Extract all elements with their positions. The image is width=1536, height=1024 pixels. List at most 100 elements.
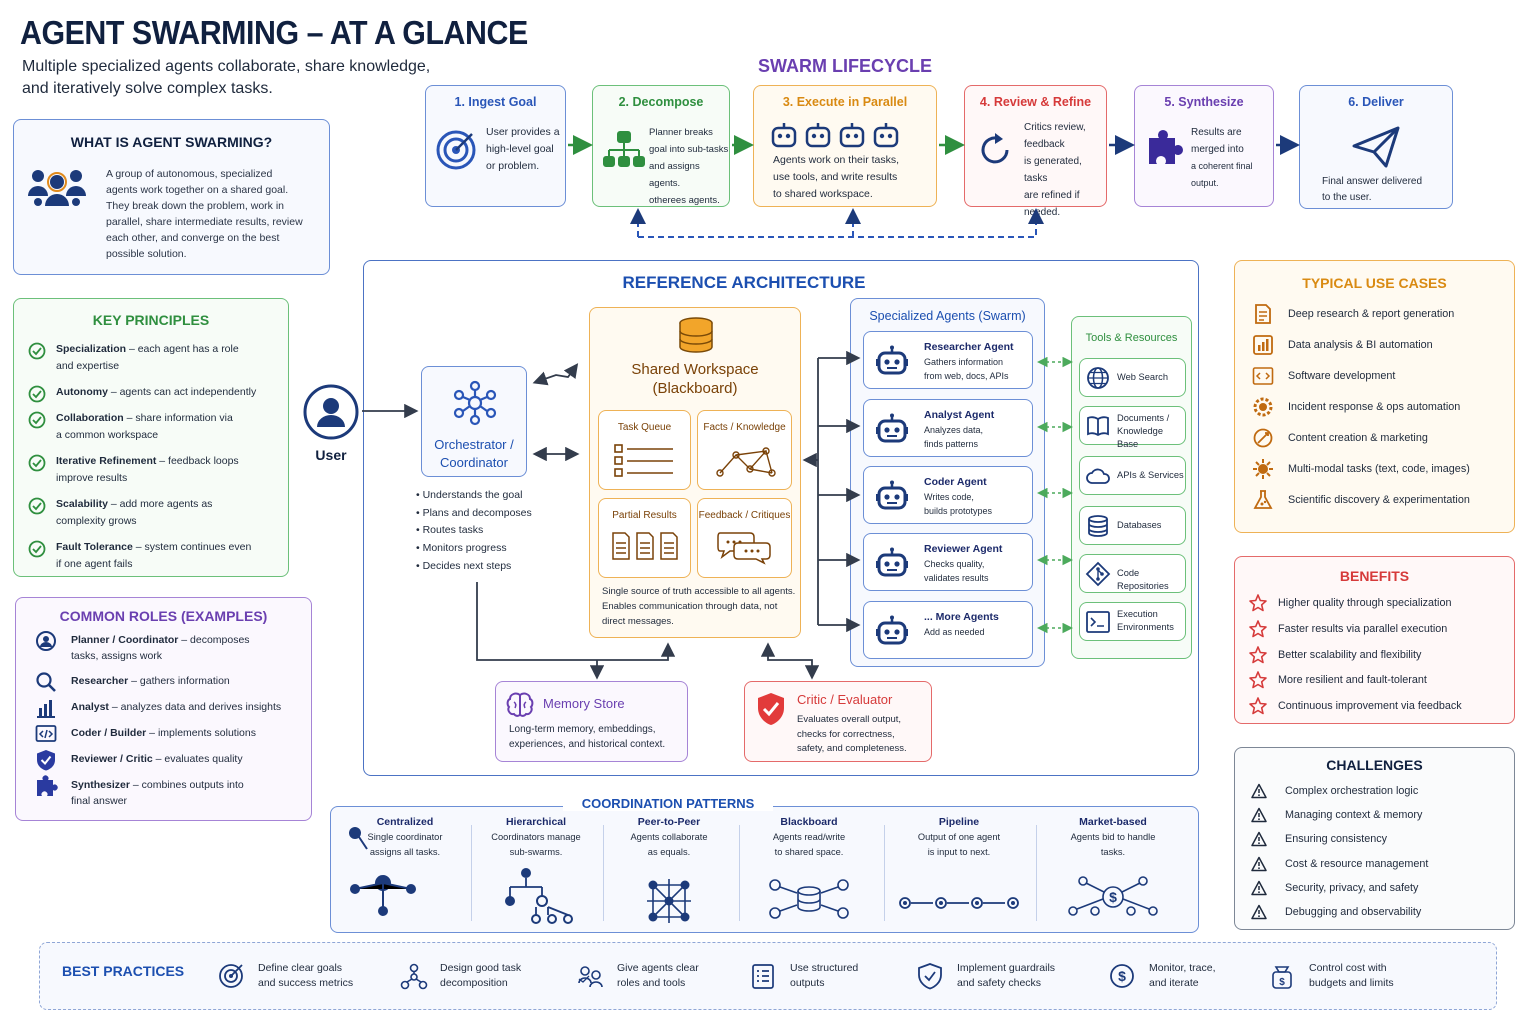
database-icon xyxy=(679,317,713,353)
step-title: 6. Deliver xyxy=(1348,95,1404,109)
partial-results-cell: Partial Results xyxy=(598,498,691,578)
tool-label-2: Environments xyxy=(1117,622,1174,632)
benefit-item: Faster results via parallel execution xyxy=(1278,622,1448,635)
warning-icon xyxy=(1251,831,1267,847)
agent-desc: Writes code, xyxy=(924,492,974,502)
pattern-title: Peer-to-Peer xyxy=(637,816,701,828)
tool-card: Databases xyxy=(1079,506,1186,545)
pattern-title: Blackboard xyxy=(780,816,838,828)
pattern-desc-2: is input to next. xyxy=(927,847,991,857)
best-practice-line-2: and iterate xyxy=(1149,977,1199,989)
planner-icon xyxy=(35,630,57,652)
principle-desc: – add more agents as xyxy=(107,498,213,510)
role-line: Coder / Builder – implements solutions xyxy=(71,725,256,741)
step-line: and assigns agents. xyxy=(649,161,700,189)
role-name: Researcher xyxy=(71,675,129,687)
bullet-text: Decides next steps xyxy=(422,559,512,572)
step-text: User provides a high-level goal or probl… xyxy=(486,124,560,175)
use-case-item: Scientific discovery & experimentation xyxy=(1288,494,1470,506)
use-case-item: Data analysis & BI automation xyxy=(1288,339,1433,351)
lifecycle-step-review: 4. Review & Refine Critics review, feedb… xyxy=(964,85,1107,218)
tool-label: Documents / xyxy=(1117,413,1170,423)
git-icon xyxy=(1085,561,1111,587)
step-title: 1. Ingest Goal xyxy=(454,95,537,109)
role-desc: – analyzes data and derives insights xyxy=(108,701,282,713)
best-practice-item: Monitor, trace,and iterate xyxy=(1149,961,1216,991)
principle-line: Fault Tolerance – system continues even xyxy=(56,539,251,556)
step-line: a coherent final output. xyxy=(1191,161,1253,188)
chat-icon xyxy=(717,532,771,565)
use-case-icon xyxy=(1252,303,1274,325)
database-icon xyxy=(1086,514,1110,538)
svg-text:$: $ xyxy=(1109,889,1117,905)
page-subtitle-line-2: and iteratively solve complex tasks. xyxy=(22,80,273,97)
what-is-line: each other, and converge on the best xyxy=(106,232,280,244)
step-line: Results are xyxy=(1191,127,1242,138)
check-circle-icon xyxy=(28,497,46,515)
memory-store-card: Memory Store Long-term memory, embedding… xyxy=(495,681,688,762)
tool-text: Web Search xyxy=(1117,371,1168,384)
benefit-item: Continuous improvement via feedback xyxy=(1278,700,1462,713)
benefits-title: BENEFITS xyxy=(1339,568,1410,584)
agent-desc-2: builds prototypes xyxy=(924,506,993,516)
agent-name: Reviewer Agent xyxy=(924,543,1003,555)
step-line: Critics review, xyxy=(1024,122,1086,133)
svg-text:$: $ xyxy=(1118,968,1126,984)
role-item: Coder / Builder – implements solutions xyxy=(71,725,256,741)
principle-desc-2: complexity grows xyxy=(56,515,137,527)
benefits-card: BENEFITS Higher quality through speciali… xyxy=(1234,556,1515,724)
best-practice-line-2: and safety checks xyxy=(957,977,1042,989)
role-item: Researcher – gathers information xyxy=(71,673,230,689)
best-practice-line: Control cost with xyxy=(1309,962,1387,974)
orchestrator-title-1: Orchestrator / xyxy=(434,437,514,452)
principle-item: Autonomy – agents can act independently xyxy=(56,384,256,401)
cloud-icon xyxy=(1086,464,1110,488)
pattern-desc: Coordinators manage xyxy=(491,832,581,842)
principle-line: Iterative Refinement – feedback loops xyxy=(56,453,239,470)
network-icon xyxy=(453,380,497,426)
step-line: Planner breaks xyxy=(649,127,713,138)
pattern-desc-2: sub-swarms. xyxy=(509,847,563,857)
critic-title: Critic / Evaluator xyxy=(797,692,893,707)
pattern-title: Pipeline xyxy=(938,816,980,828)
agent-desc: Add as needed xyxy=(924,627,985,637)
key-principles-title: KEY PRINCIPLES xyxy=(92,312,210,328)
desc-line: Single source of truth accessible to all… xyxy=(602,586,796,597)
step-text: Results are merged into a coherent final… xyxy=(1191,124,1273,192)
benefit-item: Better scalability and flexibility xyxy=(1278,648,1422,661)
what-is-text: A group of autonomous, specialized agent… xyxy=(106,166,303,262)
page-title: AGENT SWARMING – AT A GLANCE xyxy=(20,14,528,51)
best-practice-line-2: roles and tools xyxy=(617,977,686,989)
agent-desc-2: validates results xyxy=(924,573,989,583)
star-icon xyxy=(1249,594,1267,612)
check-circle-icon xyxy=(28,454,46,472)
what-is-line: They break down the problem, work in xyxy=(106,200,285,212)
step-line: are refined if xyxy=(1024,190,1080,201)
money-bag-icon: $ xyxy=(1269,963,1295,989)
principle-desc-2: a common workspace xyxy=(56,429,159,441)
check-circle-icon xyxy=(28,411,46,429)
step-title: 5. Synthesize xyxy=(1164,95,1244,109)
orchestrator-card: Orchestrator / Coordinator xyxy=(421,366,527,477)
step-line: Final answer delivered xyxy=(1322,176,1423,187)
agent-name: Analyst Agent xyxy=(924,409,995,421)
use-case-icon xyxy=(1252,427,1274,449)
best-practice-line-2: and success metrics xyxy=(258,977,354,989)
critic-evaluator-card: Critic / Evaluator Evaluates overall out… xyxy=(744,681,932,762)
pattern-illustration xyxy=(897,885,1021,921)
tool-text: APIs & Services xyxy=(1117,469,1184,482)
bullet: • Understands the goal xyxy=(416,489,523,501)
principle-desc: – each agent has a role xyxy=(126,343,239,355)
robots-icon xyxy=(771,123,899,148)
best-practice-line-2: decomposition xyxy=(440,977,508,989)
